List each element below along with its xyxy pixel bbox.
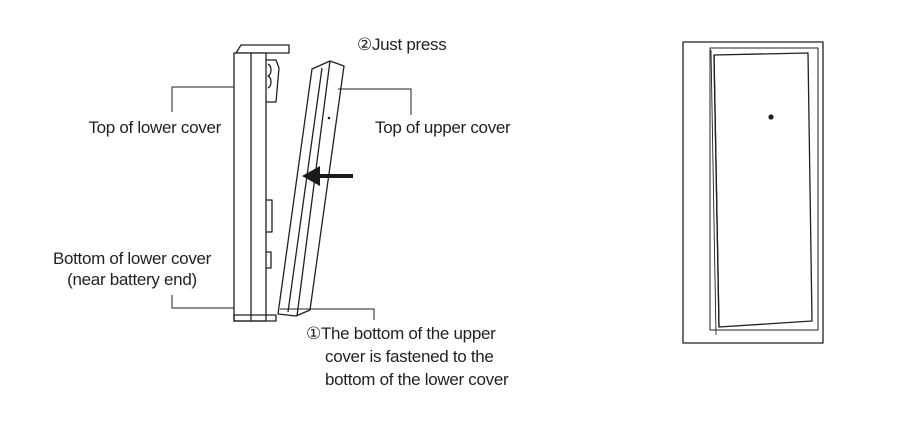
fasten-note-line1: ①The bottom of the upper — [306, 324, 496, 343]
fasten-note-line2: cover is fastened to the — [325, 347, 494, 366]
switch-front-view — [682, 41, 824, 344]
near-battery-end-label: (near battery end) — [67, 270, 197, 289]
lower-cover — [233, 44, 290, 322]
top-lower-cover-label: Top of lower cover — [88, 118, 221, 137]
fasten-note-line3: bottom of the lower cover — [325, 370, 509, 389]
leader-lines — [171, 86, 412, 320]
upper-cover — [277, 60, 345, 317]
just-press-label: ②Just press — [357, 35, 447, 54]
bottom-lower-cover-label: Bottom of lower cover — [52, 249, 212, 268]
push-arrow — [302, 166, 353, 186]
top-upper-cover-label: Top of upper cover — [375, 118, 511, 137]
